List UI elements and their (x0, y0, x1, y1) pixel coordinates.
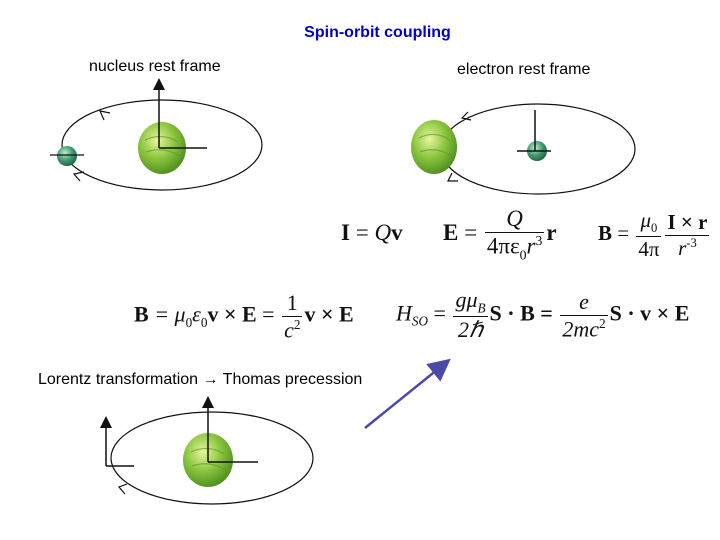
electron-frame-diagram (411, 103, 636, 195)
nucleus-frame-label: nucleus rest frame (89, 58, 221, 75)
nucleus-sphere (411, 120, 457, 174)
orbit-direction-arrow-bottom (72, 171, 85, 182)
orbit-ellipse (110, 411, 314, 505)
thomas-frame-diagram (100, 396, 314, 505)
nucleus-frame-diagram (50, 78, 263, 191)
connector-arrow (364, 358, 451, 429)
equation-current: I = Qv (341, 220, 403, 245)
electron-sphere (57, 146, 77, 166)
lorentz-label: Lorentz transformation → Thomas precessi… (38, 371, 363, 388)
page-title: Spin-orbit coupling (304, 24, 451, 41)
orbit-direction-arrow-top (98, 110, 111, 121)
orbit-ellipse (61, 99, 263, 191)
electron-frame-label: electron rest frame (457, 61, 591, 78)
